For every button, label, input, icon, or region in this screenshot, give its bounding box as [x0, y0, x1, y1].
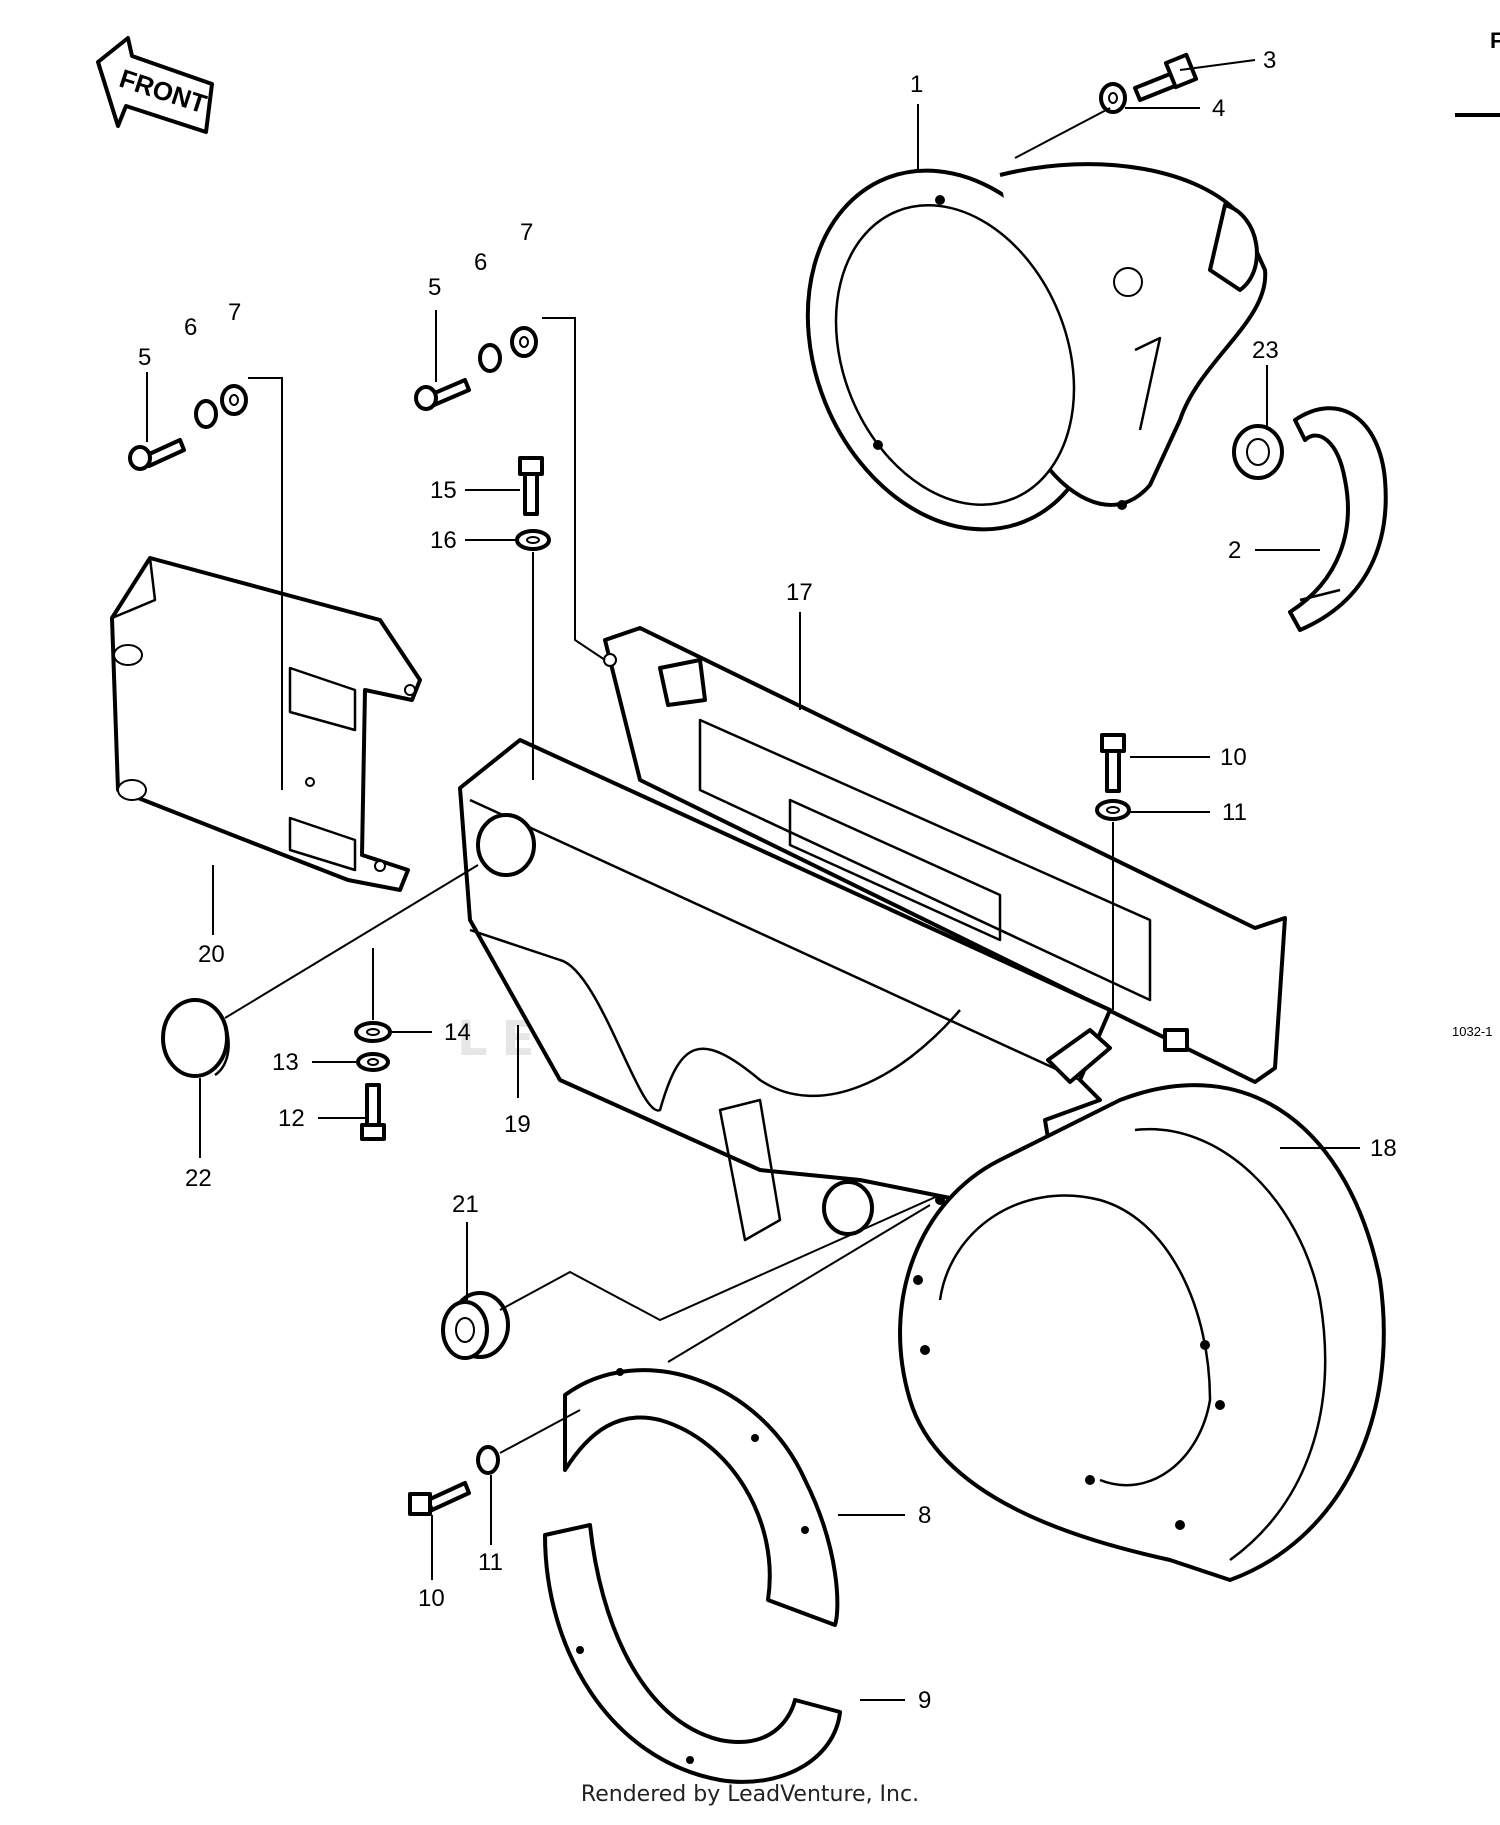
callout-7b: 7: [520, 219, 533, 246]
callout-labels: 1 3 4 23 2 5 6 7 5 6 7 15 16 17 10 11 20…: [138, 47, 1397, 1714]
callout-4: 4: [1212, 95, 1225, 122]
front-arrow-icon: FRONT: [96, 36, 214, 134]
callout-17: 17: [786, 579, 813, 606]
callout-9: 9: [918, 1687, 931, 1714]
callout-19: 19: [504, 1111, 531, 1138]
part-8-half-ring: [563, 1368, 840, 1627]
callout-10b: 10: [418, 1585, 445, 1612]
part-7-washer-b: [510, 326, 538, 358]
callout-13: 13: [272, 1049, 299, 1076]
part-22-plug: [161, 998, 230, 1078]
part-1-housing: [805, 162, 1268, 532]
part-19-frame: [458, 738, 1189, 1242]
part-6-lockwasher-b: [478, 343, 502, 373]
reference-code: 1032-1: [1452, 1024, 1493, 1039]
callout-15: 15: [430, 477, 457, 504]
part-15-bolt: [518, 456, 544, 516]
callout-12: 12: [278, 1105, 305, 1132]
callout-6a: 6: [184, 314, 197, 341]
part-14-washer: [354, 1021, 392, 1043]
callout-21: 21: [452, 1191, 479, 1218]
part-11-washer-a: [1095, 799, 1131, 821]
callout-5a: 5: [138, 344, 151, 371]
part-4-washer: [1099, 82, 1127, 114]
callout-14: 14: [444, 1019, 471, 1046]
part-5-screw-b: [414, 378, 471, 411]
part-20-bracket: [110, 556, 422, 892]
assembly-lines: [224, 317, 1114, 1454]
part-9-half-ring: [543, 1523, 842, 1784]
part-18-guard: [898, 1083, 1386, 1582]
footer-credit: Rendered by LeadVenture, Inc.: [580, 1782, 920, 1807]
callout-6b: 6: [474, 249, 487, 276]
part-10-bolt-a: [1100, 733, 1126, 793]
corner-letter: F: [1490, 28, 1500, 53]
callout-2: 2: [1228, 537, 1241, 564]
callout-18: 18: [1370, 1135, 1397, 1162]
callout-8: 8: [918, 1502, 931, 1529]
callout-leaders: [146, 59, 1360, 1701]
part-7-washer-a: [220, 384, 248, 416]
part-5-screw-a: [128, 438, 186, 471]
callout-5b: 5: [428, 274, 441, 301]
callout-20: 20: [198, 941, 225, 968]
callout-11a: 11: [1222, 799, 1247, 826]
part-6-lockwasher-a: [194, 399, 218, 429]
part-16-washer: [515, 529, 551, 551]
callout-7a: 7: [228, 299, 241, 326]
part-3-bolt: [1133, 52, 1199, 102]
part-2-strap: [1288, 406, 1388, 632]
callout-16: 16: [430, 527, 457, 554]
callout-10a: 10: [1220, 744, 1247, 771]
part-21-grommet: [441, 1291, 510, 1360]
callout-23: 23: [1252, 337, 1279, 364]
callout-3: 3: [1263, 47, 1276, 74]
part-12-bolt: [360, 1083, 386, 1141]
part-17-plate: [603, 626, 1287, 1084]
callout-11b: 11: [478, 1549, 503, 1576]
callout-22: 22: [185, 1165, 212, 1192]
part-13-washer: [356, 1052, 390, 1072]
part-10-bolt-b: [408, 1481, 471, 1516]
part-23-circlip: [1232, 424, 1284, 480]
callout-1: 1: [910, 71, 923, 98]
part-11-washer-b: [476, 1445, 500, 1475]
